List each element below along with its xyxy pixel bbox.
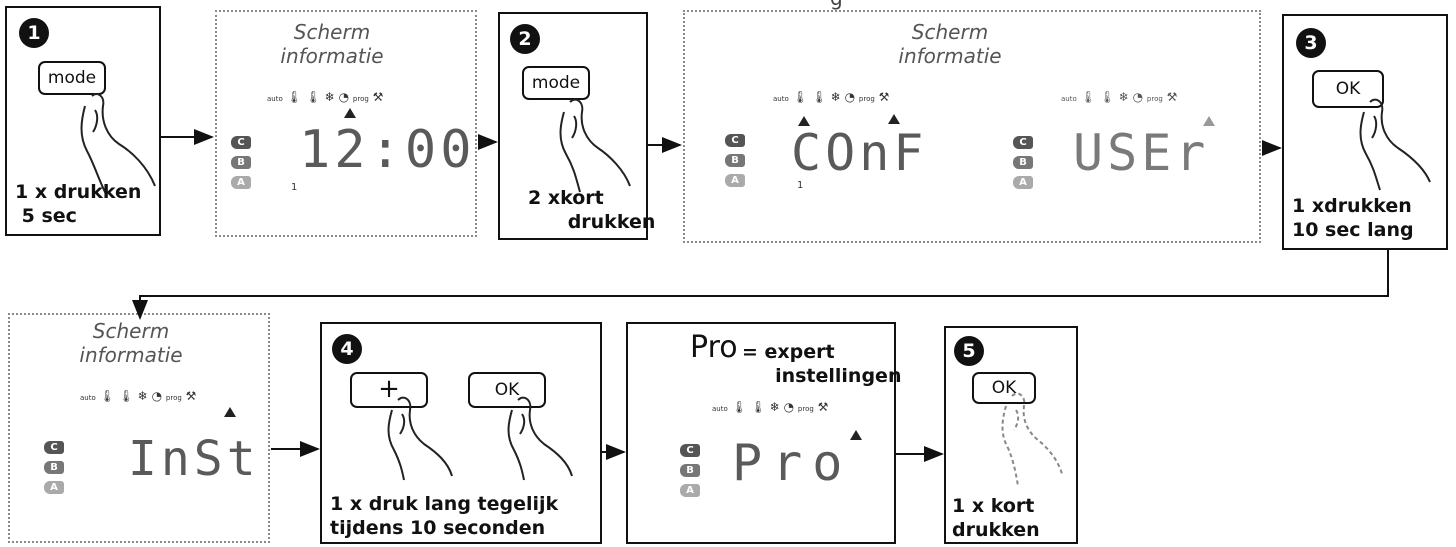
- arrow-step3-to-screen3: [140, 250, 1388, 318]
